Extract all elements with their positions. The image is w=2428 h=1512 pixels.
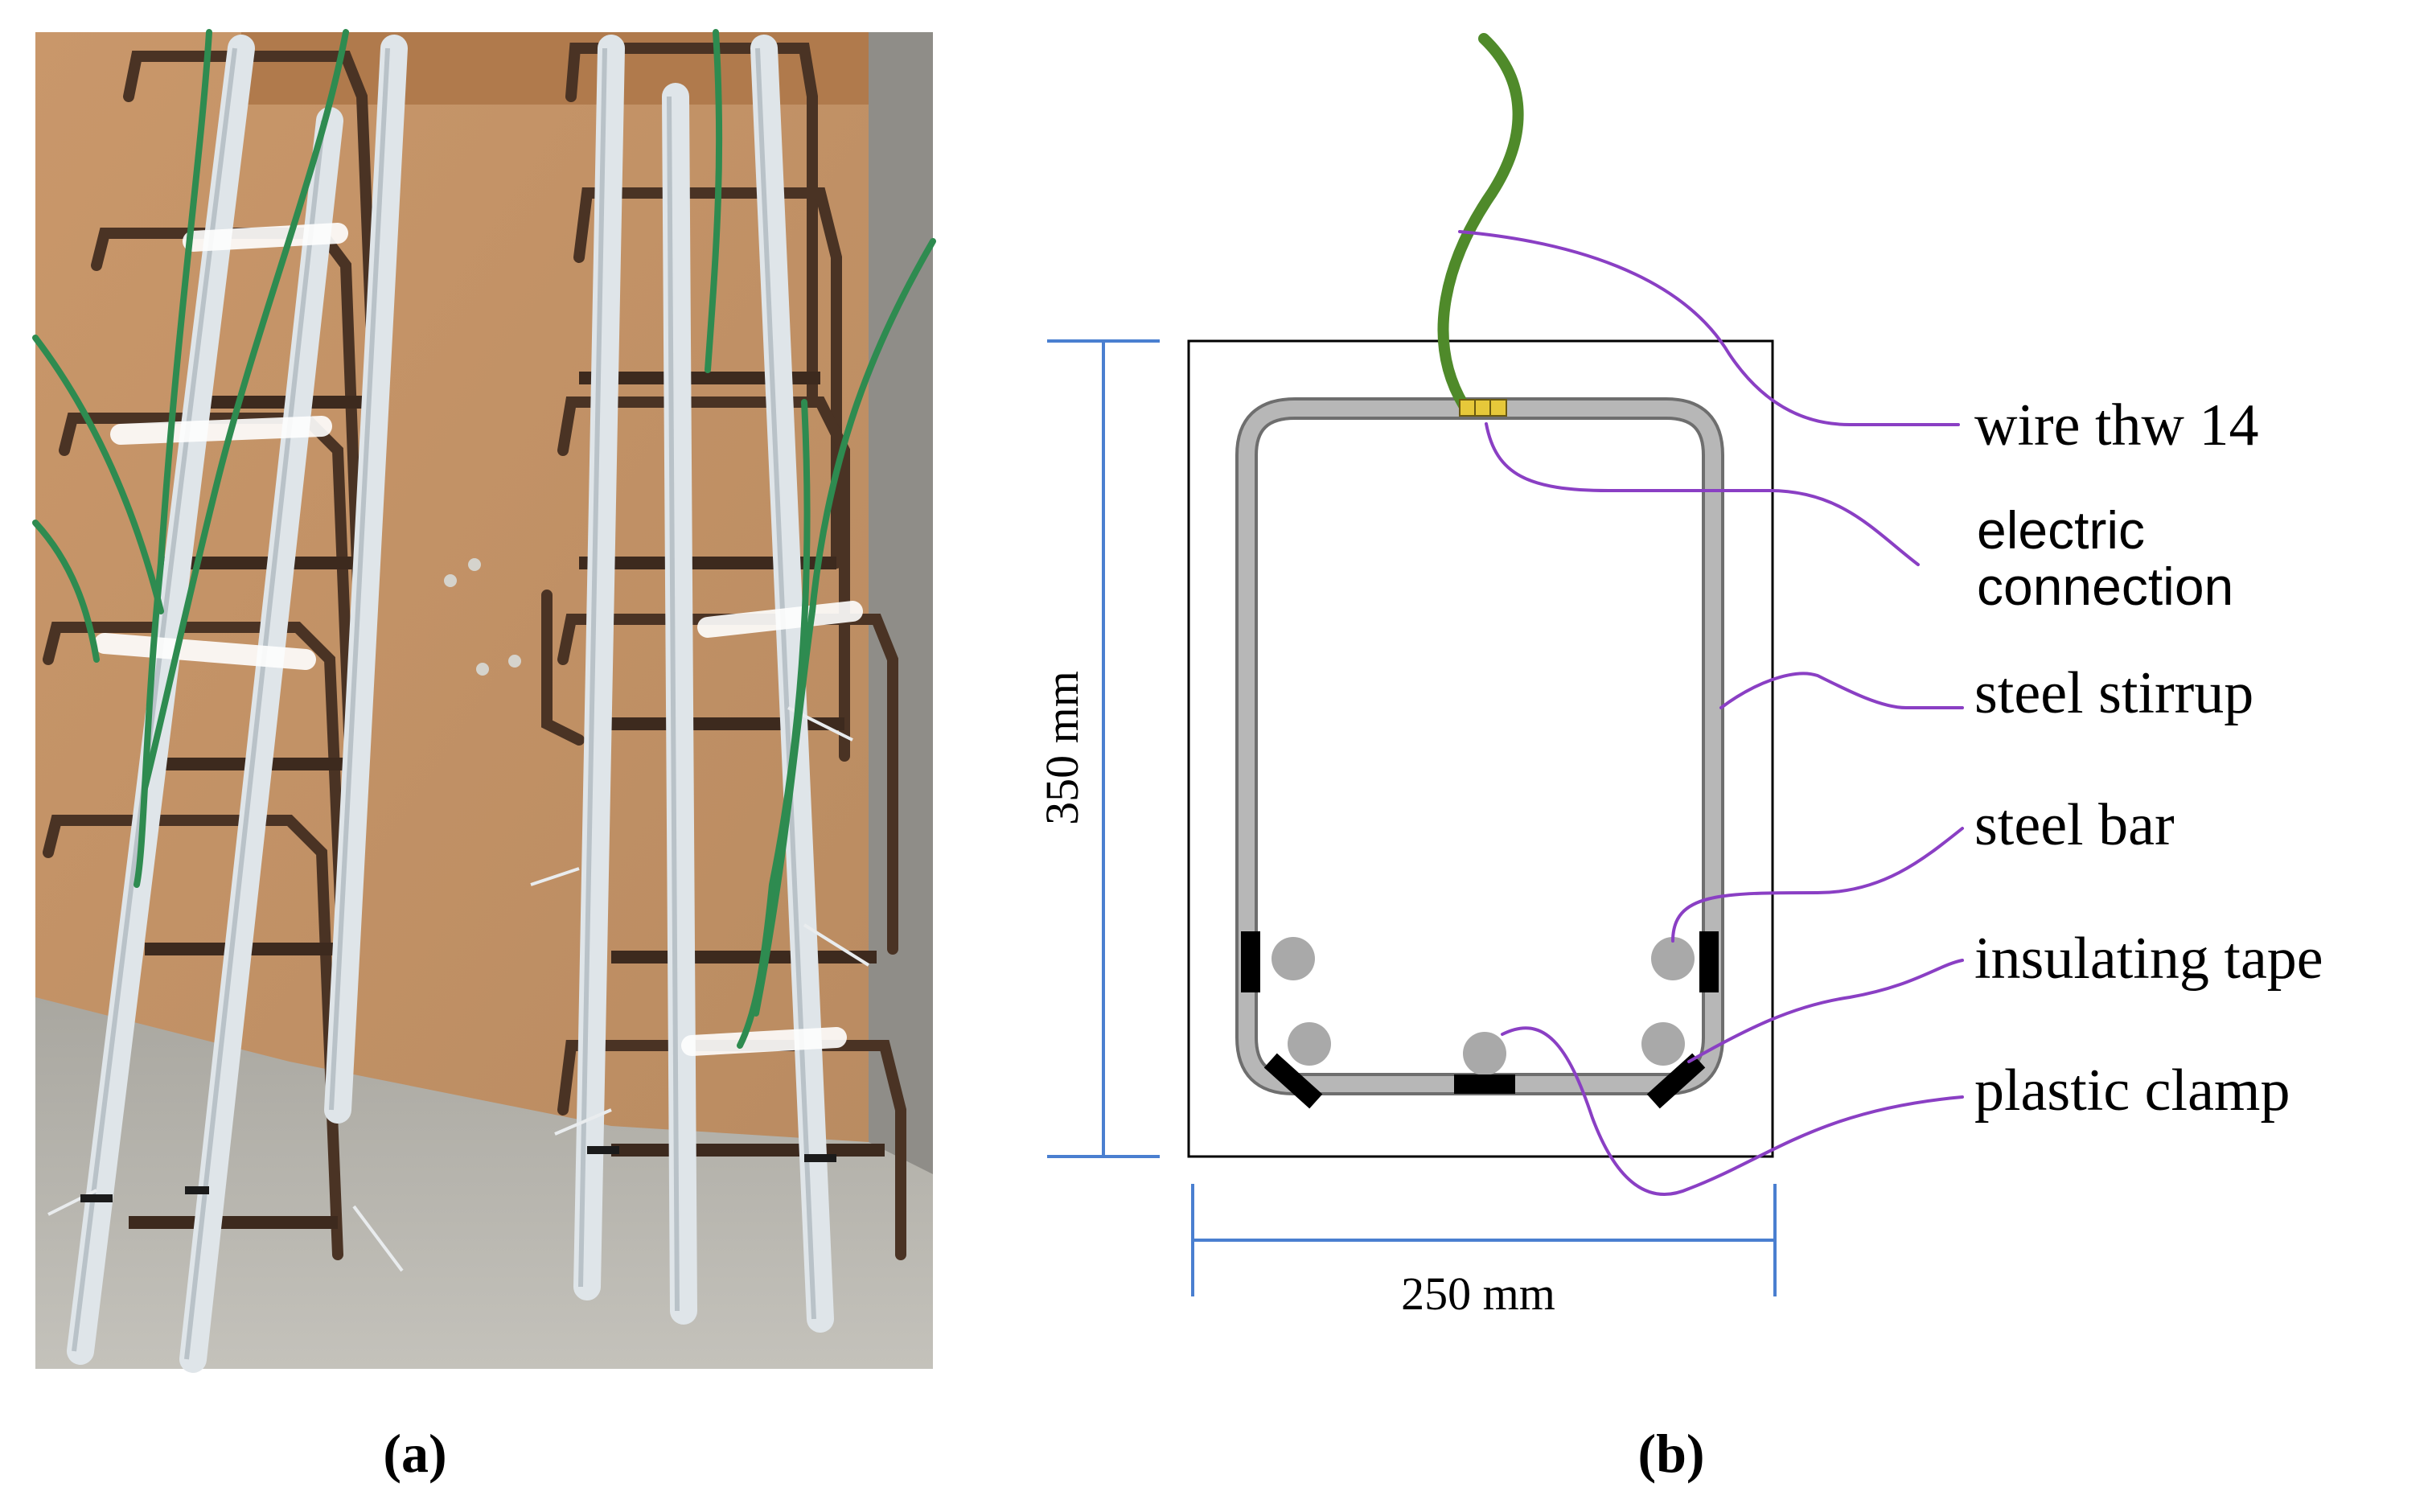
label-wire: wire thw 14 bbox=[1974, 392, 2259, 458]
steel-bar bbox=[1641, 1022, 1685, 1066]
label-bar: steel bar bbox=[1974, 792, 2175, 858]
panel-a-label: (a) bbox=[383, 1423, 446, 1484]
electric-connector bbox=[1459, 399, 1507, 417]
insulating-tape bbox=[1263, 1053, 1323, 1109]
label-stirrup: steel stirrup bbox=[1974, 660, 2253, 726]
photo-panel bbox=[32, 29, 936, 1373]
cross-section-diagram: 350 mm 250 mm wire thw 14 electric conne… bbox=[1036, 33, 2323, 1320]
height-dimension-label: 350 mm bbox=[1036, 671, 1088, 825]
sensor-wire bbox=[1437, 33, 1524, 411]
steel-bars bbox=[1272, 937, 1695, 1075]
label-electric: electric bbox=[1977, 500, 2145, 560]
width-dimension bbox=[1191, 1184, 1777, 1296]
insulating-tape bbox=[1699, 931, 1719, 992]
leader-lines bbox=[1458, 230, 1964, 1196]
width-dimension-label: 250 mm bbox=[1401, 1268, 1555, 1320]
beam-section-outline bbox=[1187, 339, 1774, 1158]
label-clamp: plastic clamp bbox=[1974, 1058, 2290, 1124]
left-cage bbox=[43, 51, 384, 1260]
steel-bar bbox=[1272, 937, 1315, 980]
steel-bar bbox=[1651, 937, 1695, 980]
panel-b-label: (b) bbox=[1637, 1423, 1704, 1484]
right-cage bbox=[541, 43, 906, 1260]
plastic-clamp bbox=[1454, 1074, 1515, 1094]
height-dimension bbox=[1047, 339, 1160, 1158]
insulating-tape-set bbox=[1241, 931, 1719, 1109]
steel-bar bbox=[1288, 1022, 1331, 1066]
callout-labels: wire thw 14 electric connection steel st… bbox=[1974, 392, 2323, 1124]
label-connection: connection bbox=[1977, 557, 2233, 616]
insulating-tape bbox=[1646, 1053, 1706, 1109]
insulating-tape bbox=[1241, 931, 1260, 992]
label-tape: insulating tape bbox=[1974, 926, 2323, 992]
steel-bar bbox=[1463, 1032, 1506, 1075]
